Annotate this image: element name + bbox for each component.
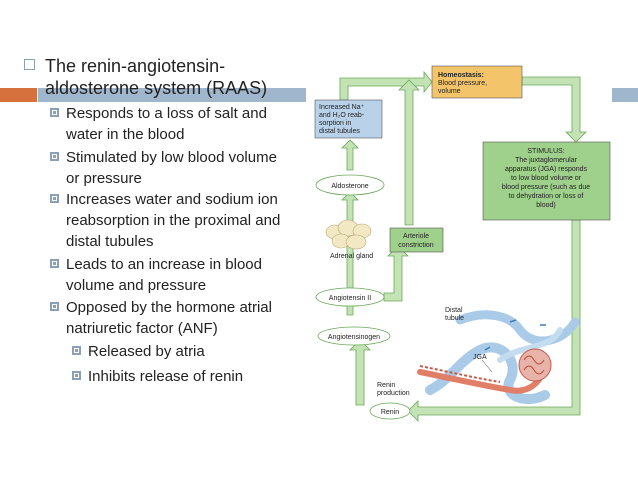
arteriole-line-1: Arteriole	[403, 233, 429, 240]
stimulus-line-2: apparatus (JGA) responds	[505, 166, 588, 173]
accent-bar-right	[612, 88, 638, 102]
aldosterone-oval	[315, 174, 385, 196]
cycle-arrows	[339, 70, 587, 422]
adrenal-gland-illustration	[325, 219, 372, 250]
bullet-5-line-1: Opposed by the hormone atrial	[66, 299, 272, 316]
na-line-3: sorption in	[319, 120, 351, 127]
angiotensinogen-label: Angiotensinogen	[328, 334, 380, 341]
jga-pointer	[481, 359, 493, 373]
title-line-2: aldosterone system (RAAS)	[45, 78, 268, 98]
square-bullet-icon	[50, 152, 59, 161]
arteriole-line-2: constriction	[398, 242, 434, 249]
na-line-1: Increased Na⁺	[319, 104, 365, 111]
renin-production-line-2: production	[377, 390, 410, 397]
renin-production-line-1: Renin	[377, 382, 395, 389]
renin-label: Renin	[381, 409, 399, 416]
square-bullet-icon	[72, 346, 81, 355]
angiotensin-ii-oval	[315, 287, 385, 307]
angiotensinogen-oval	[317, 326, 391, 346]
homeostasis-line-1: Blood pressure,	[438, 80, 487, 87]
homeostasis-line-2: volume	[438, 88, 461, 95]
renin-oval	[369, 402, 411, 420]
stimulus-box	[482, 141, 611, 221]
stimulus-line-4: blood pressure (such as due	[502, 184, 590, 191]
stimulus-line-5: to dehydration or loss of	[509, 193, 584, 200]
bullet-5-line-2: natriuretic factor (ANF)	[66, 320, 218, 337]
na-reabsorption-box	[314, 99, 383, 139]
stimulus-line-6: blood)	[536, 202, 555, 209]
arteriole-box	[389, 227, 444, 253]
stimulus-title: STIMULUS:	[527, 148, 564, 155]
bullet-2-line-2: or pressure	[66, 170, 142, 187]
stimulus-line-1: The juxtaglomerular	[515, 157, 578, 164]
homeostasis-box	[431, 65, 523, 99]
square-bullet-icon	[50, 259, 59, 268]
square-bullet-icon	[72, 371, 81, 380]
slide-text: The renin-angiotensin- aldosterone syste…	[0, 0, 310, 478]
bullet-1-line-1: Responds to a loss of salt and	[66, 105, 267, 122]
bullet-2-line-1: Stimulated by low blood volume	[66, 149, 277, 166]
title-line-1: The renin-angiotensin-	[45, 56, 226, 76]
sub-bullet-2-text: Inhibits release of renin	[88, 368, 244, 385]
distal-tubule-line-1: Distal	[445, 307, 463, 314]
nephron-illustration	[417, 310, 580, 404]
na-line-4: distal tubules	[319, 128, 360, 135]
stimulus-line-3: to low blood volume or	[511, 175, 582, 182]
bullet-3-line-1: Increases water and sodium ion	[66, 191, 278, 208]
sub-bullet-1-text: Released by atria	[88, 343, 205, 360]
bullet-4-line-2: volume and pressure	[66, 277, 207, 294]
bullet-1-line-2: water in the blood	[66, 126, 185, 143]
square-bullet-icon	[50, 108, 59, 117]
aldosterone-label: Aldosterone	[331, 183, 368, 190]
distal-tubule-line-2: tubule	[445, 315, 464, 322]
na-line-2: and H₂O reab-	[319, 112, 365, 119]
raas-diagram: Homeostasis: Blood pressure, volume Incr…	[314, 65, 611, 422]
bullet-3-line-3: distal tubules	[66, 233, 154, 250]
bullet-3-line-2: reabsorption in the proximal and	[66, 212, 281, 229]
angiotensin-ii-label: Angiotensin II	[329, 295, 371, 302]
bullet-4-line-1: Leads to an increase in blood	[66, 256, 262, 273]
square-bullet-icon	[50, 302, 59, 311]
accent-bar-title	[38, 88, 306, 102]
homeostasis-title: Homeostasis:	[438, 72, 484, 79]
square-bullet-icon	[50, 194, 59, 203]
adrenal-gland-label: Adrenal gland	[330, 253, 373, 260]
jga-label: JGA	[473, 354, 487, 361]
accent-bar-left	[0, 88, 37, 102]
square-bullet-icon	[24, 59, 35, 70]
